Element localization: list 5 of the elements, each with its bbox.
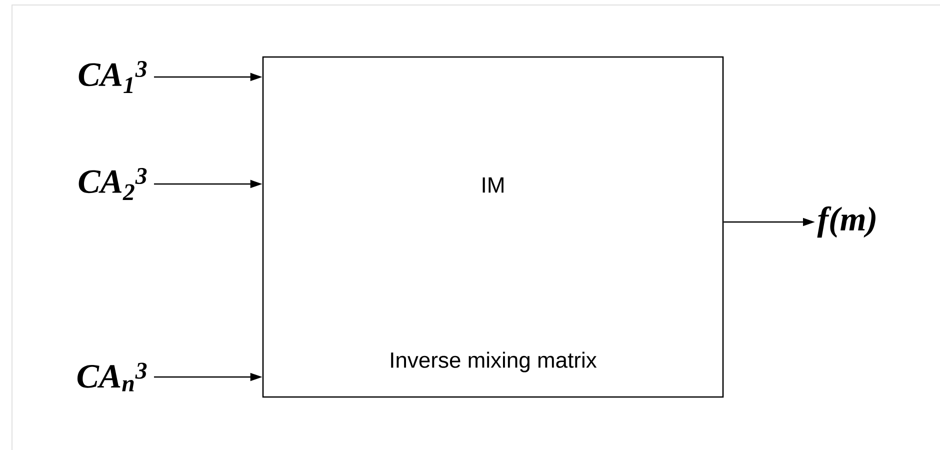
signal-label: CA$_{1}$3 <box>78 61 147 93</box>
signal-label: CA$_{2}$3 <box>78 168 147 200</box>
block-box: IM Inverse mixing matrix <box>262 56 724 398</box>
signal-label: f(m) <box>817 206 876 238</box>
signal-label: CA$_{n}$$^{3}$ <box>77 362 147 392</box>
